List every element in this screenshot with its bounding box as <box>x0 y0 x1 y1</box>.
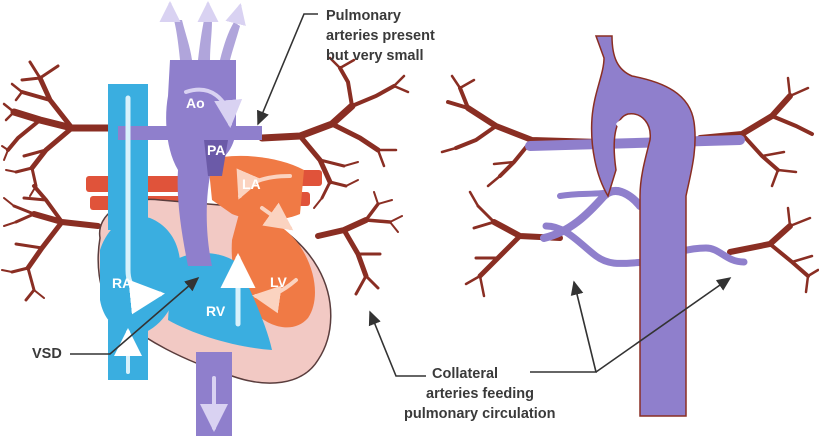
label-ao: Ao <box>186 95 205 111</box>
pulmonary-note-line3: but very small <box>326 48 424 64</box>
label-vsd: VSD <box>32 346 62 362</box>
left-lung-tree-lower <box>2 186 98 300</box>
pulmonary-note-line2: arteries present <box>326 28 435 44</box>
collateral-note-line3: pulmonary circulation <box>404 406 555 422</box>
collateral-illustration <box>442 36 818 416</box>
collateral-note-line2: arteries feeding <box>426 386 534 402</box>
label-rv: RV <box>206 303 226 319</box>
right-lung-tree-lower <box>318 192 402 294</box>
collateral-tree-right-lower <box>730 208 818 292</box>
left-lung-tree-upper <box>2 62 118 196</box>
aortic-head-branches <box>174 20 240 60</box>
collateral-leader-heart <box>370 312 426 376</box>
collateral-tree-left-upper <box>442 76 600 186</box>
heart-illustration: Ao PA LA LV RA RV <box>2 4 408 436</box>
pulmonary-leader <box>258 14 318 124</box>
collateral-tree-left-lower <box>466 192 560 296</box>
label-pa: PA <box>207 142 225 158</box>
collateral-vessels <box>530 140 744 264</box>
label-lv: LV <box>270 274 288 290</box>
collateral-leader-left <box>530 282 596 372</box>
collateral-tree-right-upper <box>700 78 812 186</box>
pulmonary-note-line1: Pulmonary <box>326 8 401 24</box>
label-la: LA <box>242 176 261 192</box>
collateral-aorta <box>592 36 695 416</box>
label-ra: RA <box>112 275 132 291</box>
small-pulmonary-artery <box>118 126 262 140</box>
collateral-note-line1: Collateral <box>432 366 498 382</box>
